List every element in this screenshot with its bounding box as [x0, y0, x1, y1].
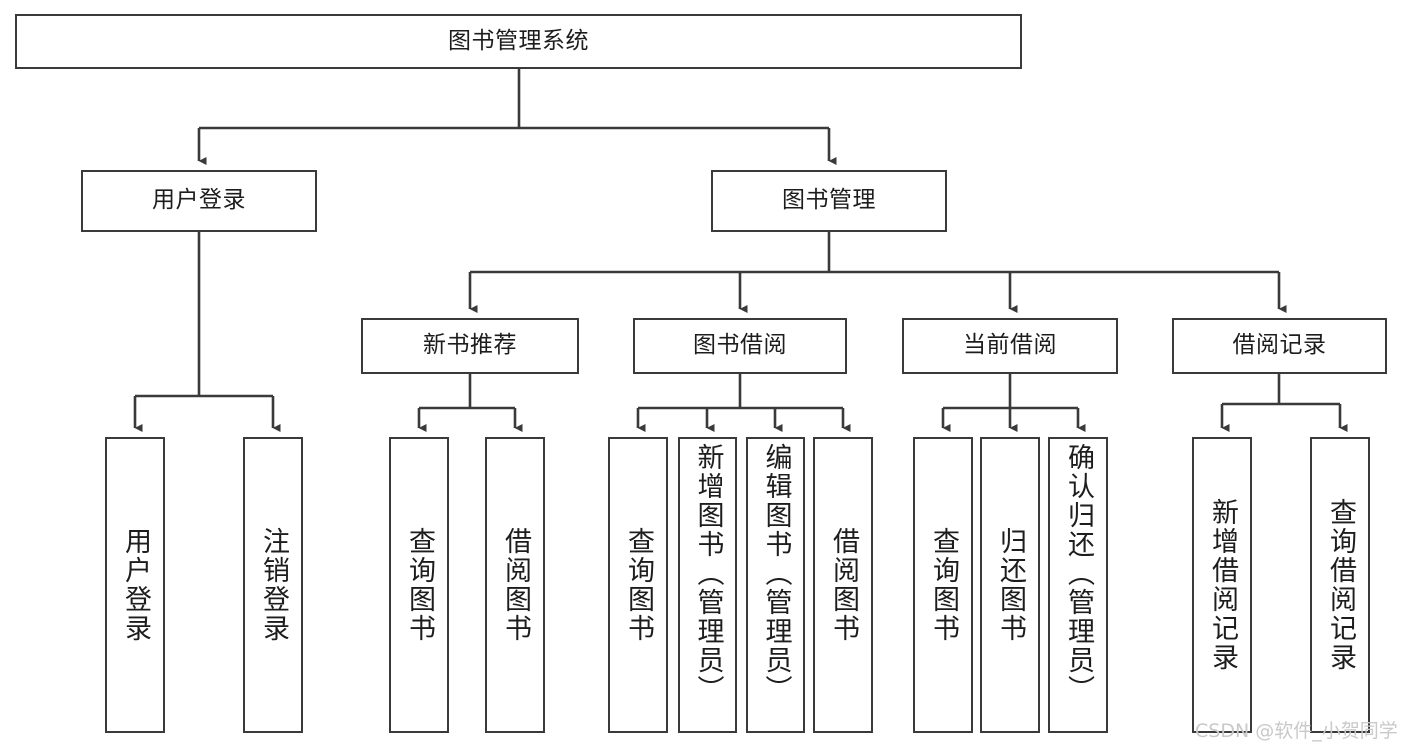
node-leaf-add-borrow-record-label: 新增借阅记录 — [1207, 498, 1239, 672]
node-leaf-edit-book-admin[interactable]: 编辑图书（管理员） — [746, 437, 805, 733]
node-leaf-user-login[interactable]: 用户登录 — [105, 437, 165, 733]
node-leaf-return-book-label: 归还图书 — [995, 527, 1027, 643]
node-borrow-record[interactable]: 借阅记录 — [1172, 318, 1387, 374]
node-leaf-add-book-admin[interactable]: 新增图书（管理员） — [678, 437, 737, 733]
node-leaf-user-logout-label: 注销登录 — [258, 527, 290, 643]
node-leaf-user-logout[interactable]: 注销登录 — [243, 437, 303, 733]
node-book-borrow[interactable]: 图书借阅 — [633, 318, 847, 374]
node-leaf-query-book-current[interactable]: 查询图书 — [913, 437, 973, 733]
node-leaf-add-borrow-record[interactable]: 新增借阅记录 — [1192, 437, 1252, 733]
node-leaf-query-book-current-label: 查询图书 — [928, 527, 960, 643]
node-leaf-confirm-return-admin[interactable]: 确认归还（管理员） — [1048, 437, 1108, 733]
node-leaf-user-login-label: 用户登录 — [120, 527, 152, 643]
node-leaf-borrow-book[interactable]: 借阅图书 — [813, 437, 873, 733]
node-book-manage-label: 图书管理 — [782, 187, 876, 214]
node-borrow-record-label: 借阅记录 — [1232, 332, 1327, 359]
node-leaf-query-borrow-record[interactable]: 查询借阅记录 — [1310, 437, 1370, 733]
node-leaf-query-book-new-label: 查询图书 — [404, 527, 436, 643]
node-user-login-label: 用户登录 — [152, 187, 246, 214]
node-book-manage[interactable]: 图书管理 — [711, 170, 947, 232]
node-leaf-borrow-book-new-label: 借阅图书 — [500, 527, 532, 643]
node-leaf-edit-book-admin-label: 编辑图书（管理员） — [760, 443, 792, 704]
node-book-borrow-label: 图书借阅 — [693, 332, 787, 359]
node-user-login[interactable]: 用户登录 — [81, 170, 317, 232]
node-root[interactable]: 图书管理系统 — [15, 14, 1022, 69]
node-current-borrow-label: 当前借阅 — [963, 332, 1057, 359]
node-new-book-recommend[interactable]: 新书推荐 — [361, 318, 579, 374]
node-leaf-borrow-book-label: 借阅图书 — [828, 527, 860, 643]
node-root-label: 图书管理系统 — [448, 27, 589, 54]
node-leaf-return-book[interactable]: 归还图书 — [980, 437, 1040, 733]
node-leaf-query-book-borrow[interactable]: 查询图书 — [608, 437, 668, 733]
node-leaf-borrow-book-new[interactable]: 借阅图书 — [485, 437, 545, 733]
node-leaf-query-book-new[interactable]: 查询图书 — [389, 437, 449, 733]
node-leaf-add-book-admin-label: 新增图书（管理员） — [692, 443, 724, 704]
node-current-borrow[interactable]: 当前借阅 — [902, 318, 1118, 374]
node-new-book-recommend-label: 新书推荐 — [423, 332, 517, 359]
node-leaf-confirm-return-admin-label: 确认归还（管理员） — [1063, 443, 1095, 704]
node-leaf-query-borrow-record-label: 查询借阅记录 — [1325, 498, 1357, 672]
node-leaf-query-book-borrow-label: 查询图书 — [623, 527, 655, 643]
csdn-watermark: CSDN @软件_小贺同学 — [1195, 720, 1398, 742]
